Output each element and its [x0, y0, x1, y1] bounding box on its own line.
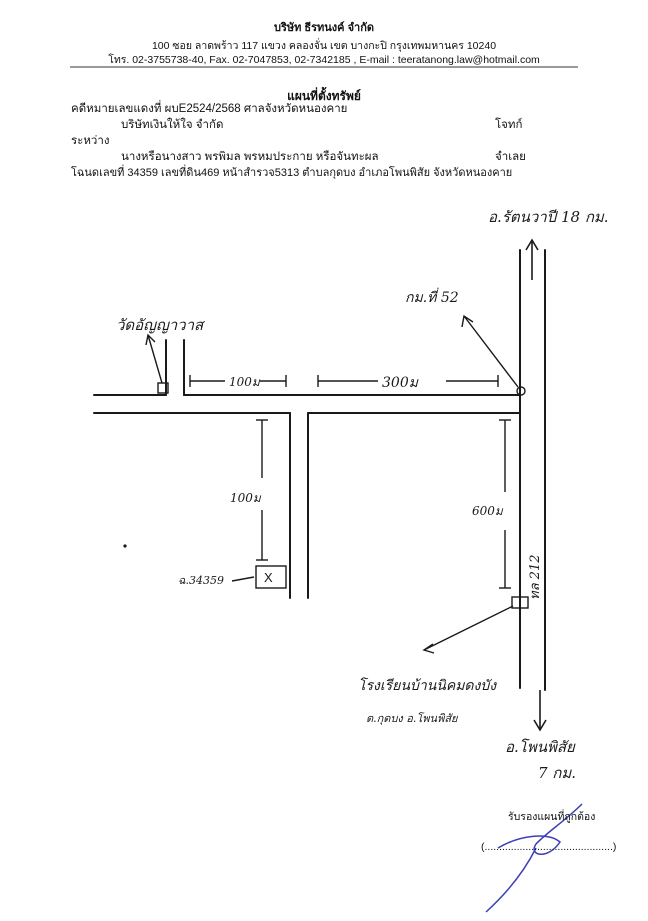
temple-marker	[157, 382, 169, 394]
school-pointer	[422, 596, 529, 654]
distance-100m-top: 100ม	[229, 375, 261, 389]
defendant-name: นางหรือนางสาว พรพิมล พรหมประกาย หรือจันท…	[121, 151, 379, 163]
plaintiff-name: บริษัทเงินให้ใจ จำกัด	[121, 119, 224, 131]
distance-100m-vertical: 100ม	[230, 491, 262, 505]
temple-pointer	[145, 333, 169, 394]
distance-600m: 600ม	[472, 504, 504, 518]
km-marker-label: กม.ที่ 52	[405, 287, 459, 306]
arrow-north-icon	[525, 238, 539, 251]
school-sublabel: ต.กุดบง อ.โพนพิสัย	[366, 712, 459, 725]
defendant-role: จำเลย	[495, 151, 526, 163]
road-lines	[93, 249, 546, 691]
company-address: 100 ซอย ลาดพร้าว 117 แขวง คลองจั่น เขต บ…	[151, 40, 497, 52]
deed-details: โฉนดเลขที่ 34359 เลขที่ดิน469 หน้าสำรวจ5…	[71, 167, 513, 179]
plaintiff-role: โจทก์	[495, 119, 523, 131]
distance-300m: 300ม	[382, 375, 419, 391]
km-arrow-icon	[461, 314, 474, 328]
highway-name: ทล 212	[528, 555, 543, 600]
property-x-mark: X	[264, 570, 273, 585]
south-distance: 7 กม.	[538, 764, 576, 782]
direction-arrows	[525, 238, 547, 732]
case-number: คดีหมายเลขแดงที่ ผบE2524/2568 ศาลจังหวัด…	[71, 103, 348, 115]
arrow-south-icon	[533, 719, 547, 732]
stray-dot	[123, 544, 127, 548]
km-marker-dot	[516, 386, 526, 396]
signature-scribble	[485, 803, 583, 913]
north-destination: อ.รัตนวาปี 18 กม.	[488, 208, 609, 226]
company-contact: โทร. 02-3755738-40, Fax. 02-7047853, 02-…	[108, 54, 540, 66]
school-label: โรงเรียนบ้านนิคมดงบัง	[358, 677, 497, 694]
company-name: บริษัท ธีรทนงค์ จำกัด	[273, 22, 375, 34]
temple-arrow-icon	[145, 333, 156, 346]
between-label: ระหว่าง	[71, 135, 110, 147]
school-arrow-icon	[422, 643, 435, 654]
certify-label: รับรองแผนที่ถูกต้อง	[508, 811, 596, 823]
signature-line: (.......................................…	[481, 841, 617, 853]
property-box	[231, 565, 287, 589]
school-marker	[511, 596, 529, 609]
temple-label: วัดอัญญาวาส	[116, 316, 206, 334]
header-divider	[70, 66, 578, 68]
km-pointer	[461, 314, 526, 396]
property-deed-label: ฉ.34359	[178, 574, 224, 587]
south-destination: อ.โพนพิสัย	[505, 738, 576, 756]
document-title: แผนที่ตั้งทรัพย์	[287, 89, 361, 103]
dimension-lines	[189, 375, 511, 589]
